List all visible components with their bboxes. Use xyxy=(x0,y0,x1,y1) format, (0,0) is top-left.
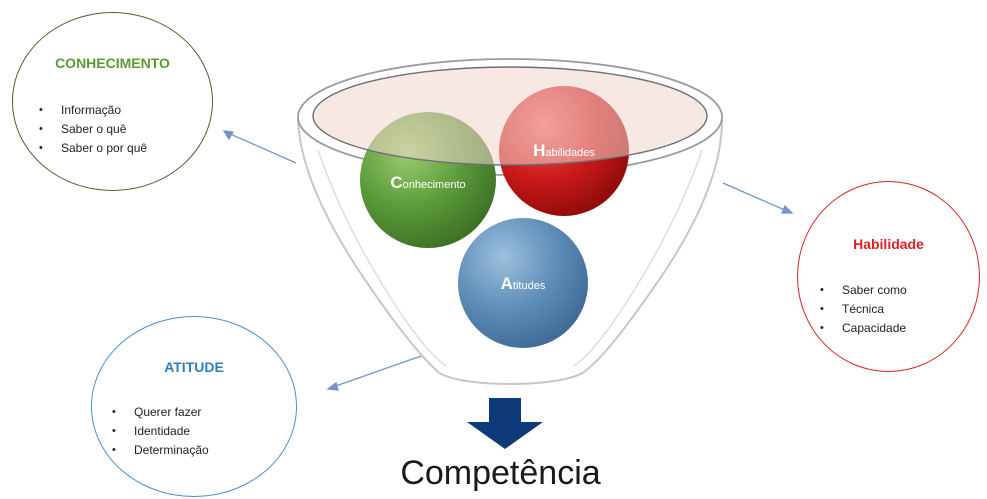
sphere-label-habilidades: Habilidades xyxy=(533,141,595,160)
sphere-label-atitudes: Atitudes xyxy=(501,274,546,293)
card-habilidade: Habilidade Saber como Técnica Capacidade xyxy=(797,181,980,372)
list-item: Saber como xyxy=(820,281,907,300)
list-item: Saber o por quê xyxy=(39,139,147,158)
card-list: Informação Saber o quê Saber o por quê xyxy=(39,101,147,158)
list-item: Querer fazer xyxy=(112,403,209,422)
connector-arrows xyxy=(222,130,794,391)
arrow-to-habilidade xyxy=(722,182,788,212)
sphere-rest: abilidades xyxy=(545,147,595,159)
sphere-initial: A xyxy=(501,274,513,293)
funnel-inner-rim xyxy=(312,66,708,166)
arrow-to-atitude xyxy=(332,354,425,388)
card-conhecimento: CONHECIMENTO Informação Saber o quê Sabe… xyxy=(12,12,213,191)
list-item: Identidade xyxy=(112,422,209,441)
card-title: CONHECIMENTO xyxy=(55,55,170,71)
card-title: Habilidade xyxy=(853,236,924,252)
funnel-inner-line xyxy=(317,149,703,367)
arrow-to-conhecimento xyxy=(227,132,297,164)
sphere-initial: C xyxy=(390,173,402,192)
card-list: Saber como Técnica Capacidade xyxy=(820,281,907,338)
sphere-label-conhecimento: Conhecimento xyxy=(390,173,465,192)
list-item: Informação xyxy=(39,101,147,120)
card-list: Querer fazer Identidade Determinação xyxy=(112,403,209,460)
sphere-rest: onhecimento xyxy=(403,179,466,191)
result-down-arrow-icon xyxy=(467,398,543,449)
card-atitude: ATITUDE Querer fazer Identidade Determin… xyxy=(91,316,297,497)
list-item: Saber o quê xyxy=(39,120,147,139)
list-item: Técnica xyxy=(820,300,907,319)
sphere-initial: H xyxy=(533,141,545,160)
card-title: ATITUDE xyxy=(164,359,224,375)
sphere-rest: titudes xyxy=(513,280,546,292)
list-item: Capacidade xyxy=(820,319,907,338)
list-item: Determinação xyxy=(112,441,209,460)
sphere-atitudes xyxy=(458,218,588,348)
result-label: Competência xyxy=(400,454,601,492)
